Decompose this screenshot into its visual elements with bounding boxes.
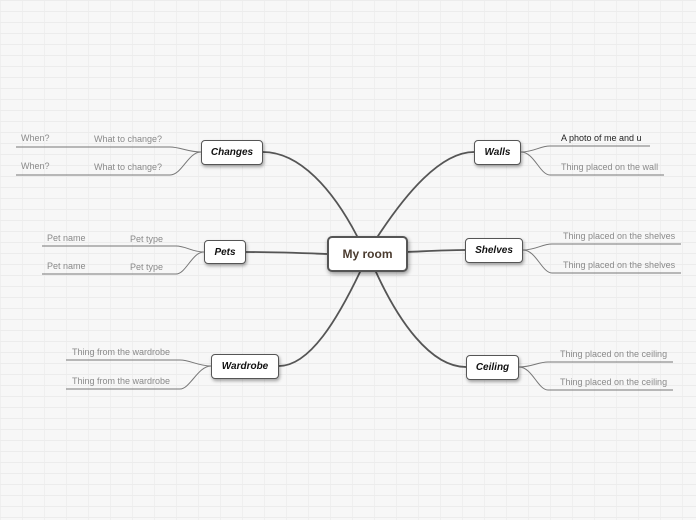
- leaf-line-walls-1: [520, 145, 650, 153]
- leaf-line-pets-2: [42, 251, 205, 275]
- leaf-changes-1-what[interactable]: What to change?: [94, 134, 163, 144]
- leaf-wardrobe-2[interactable]: Thing from the wardrobe: [72, 376, 171, 386]
- topic-pets[interactable]: Pets: [204, 240, 246, 264]
- leaf-ceiling-1[interactable]: Thing placed on the ceiling: [560, 349, 668, 359]
- leaf-pets-1-name[interactable]: Pet name: [47, 233, 86, 243]
- leaf-line-wardrobe-1: [66, 359, 212, 367]
- leaf-line-pets-1: [42, 245, 205, 253]
- leaf-line-ceiling-1: [518, 361, 673, 368]
- leaf-line-walls-2: [520, 151, 664, 176]
- leaf-line-shelves-1: [522, 243, 681, 251]
- leaf-walls-2[interactable]: Thing placed on the wall: [561, 162, 659, 172]
- leaf-line-changes-2: [16, 151, 202, 176]
- connector-walls: [377, 151, 475, 237]
- leaf-line-changes-1: [16, 146, 202, 153]
- leaf-line-shelves-2: [522, 249, 681, 274]
- leaf-pets-1-type[interactable]: Pet type: [130, 234, 164, 244]
- leaf-line-wardrobe-2: [66, 365, 212, 390]
- leaf-pets-2-type[interactable]: Pet type: [130, 262, 164, 272]
- connector-pets: [245, 251, 328, 255]
- topic-walls[interactable]: Walls: [474, 140, 521, 165]
- connector-shelves: [406, 249, 466, 253]
- leaf-wardrobe-1[interactable]: Thing from the wardrobe: [72, 347, 171, 357]
- topic-shelves[interactable]: Shelves: [465, 238, 523, 263]
- leaf-walls-1[interactable]: A photo of me and u: [561, 133, 642, 143]
- connector-ceiling: [375, 271, 467, 368]
- leaf-changes-2-what[interactable]: What to change?: [94, 162, 163, 172]
- connector-changes: [262, 151, 358, 237]
- leaf-pets-2-name[interactable]: Pet name: [47, 261, 86, 271]
- connector-wardrobe: [278, 271, 361, 367]
- leaf-ceiling-2[interactable]: Thing placed on the ceiling: [560, 377, 668, 387]
- topic-wardrobe[interactable]: Wardrobe: [211, 354, 279, 379]
- leaf-line-ceiling-2: [518, 366, 673, 391]
- topic-changes[interactable]: Changes: [201, 140, 263, 165]
- leaf-shelves-2[interactable]: Thing placed on the shelves: [563, 260, 676, 270]
- topic-ceiling[interactable]: Ceiling: [466, 355, 519, 380]
- central-topic[interactable]: My room: [327, 236, 408, 272]
- leaf-changes-1-when[interactable]: When?: [21, 133, 50, 143]
- leaf-changes-2-when[interactable]: When?: [21, 161, 50, 171]
- leaf-shelves-1[interactable]: Thing placed on the shelves: [563, 231, 676, 241]
